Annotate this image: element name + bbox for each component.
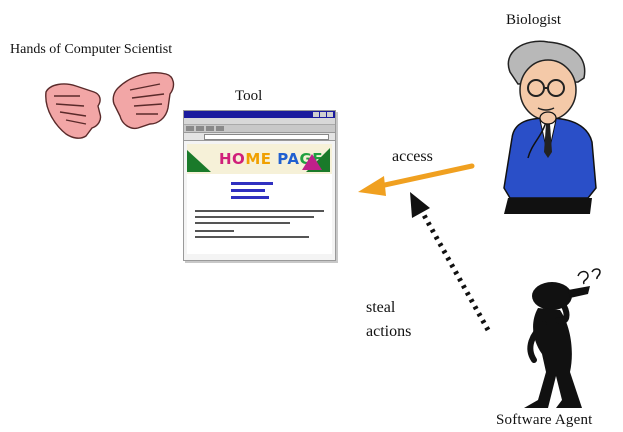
tool-titlebar [184,111,335,118]
tool-page: HOME PAGE [187,144,332,254]
triangle-icon [187,150,211,172]
homepage-banner: HOME PAGE [187,144,332,174]
hands-icon [45,72,175,139]
software-agent-label: Software Agent [496,412,593,428]
tool-body-text [195,210,324,242]
text-line [195,230,234,232]
toolbar-icon [206,126,214,131]
tool-link [231,196,269,199]
text-line [195,210,324,212]
tool-link [231,182,273,185]
minimize-icon [313,112,319,117]
access-arrow-icon [358,163,475,196]
software-agent-icon [524,268,601,408]
steal-arrow-icon [410,192,491,332]
toolbar-icon [186,126,194,131]
tool-label: Tool [235,88,263,104]
tool-link [231,189,265,192]
toolbar-icon [196,126,204,131]
tool-menubar [184,118,335,125]
tool-toolbar [184,125,335,133]
maximize-icon [320,112,326,117]
biologist-label: Biologist [506,12,562,28]
tool-address-bar [184,133,335,141]
access-label: access [392,148,433,165]
text-line [195,216,314,218]
close-icon [327,112,333,117]
tool-browser-window: HOME PAGE [183,110,336,261]
biologist-icon [503,40,597,214]
triangle-icon [302,154,322,170]
hands-label: Hands of Computer Scientist [10,42,173,57]
tool-link-list [231,182,281,203]
toolbar-icon [216,126,224,131]
text-line [195,236,309,238]
text-line [195,222,291,224]
